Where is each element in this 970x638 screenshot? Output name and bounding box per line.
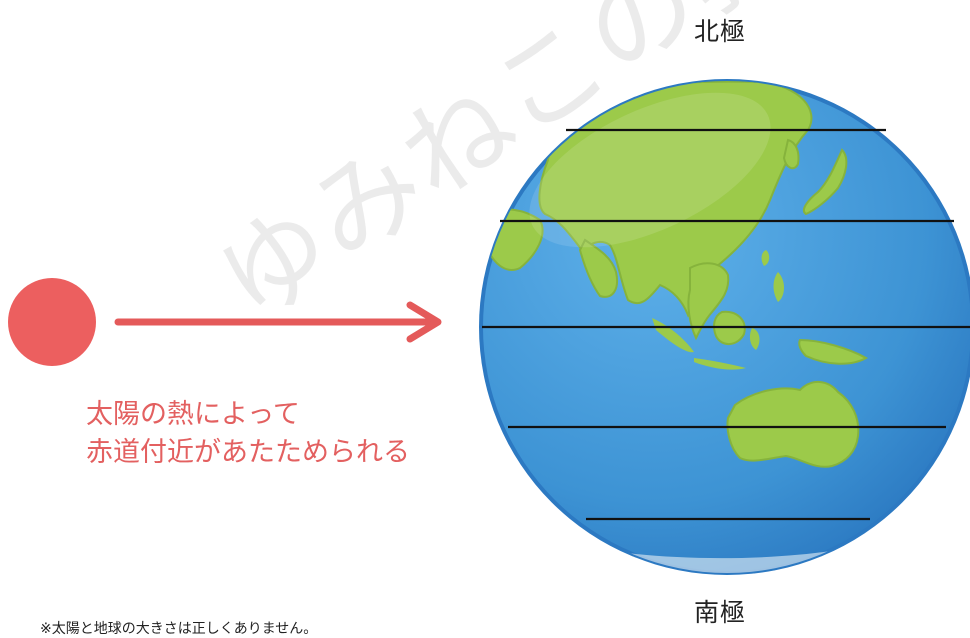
heat-arrow bbox=[114, 301, 442, 343]
north-pole-label: 北極 bbox=[694, 17, 747, 46]
asia-landmass bbox=[538, 81, 813, 318]
globe-highlight bbox=[529, 92, 771, 248]
japan-landmass bbox=[802, 148, 848, 216]
philippines-landmass bbox=[773, 272, 784, 302]
earth-globe bbox=[479, 79, 970, 575]
korea-landmass bbox=[782, 138, 800, 170]
indochina-landmass bbox=[687, 262, 730, 341]
india-landmass bbox=[578, 238, 618, 298]
new-guinea-landmass bbox=[798, 338, 869, 365]
australia-landmass bbox=[726, 381, 860, 468]
caption-line-1: 太陽の熱によって bbox=[86, 399, 300, 430]
java-landmass bbox=[694, 358, 746, 370]
latitude-lines bbox=[482, 128, 970, 521]
footnote: ※太陽と地球の大きさは正しくありません。 bbox=[40, 621, 318, 637]
caption-line-2: 赤道付近があたためられる bbox=[86, 437, 410, 468]
taiwan-landmass bbox=[761, 250, 770, 266]
sulawesi-landmass bbox=[749, 328, 760, 350]
antarctic-ice bbox=[560, 535, 900, 573]
south-pole-label: 南極 bbox=[694, 598, 747, 627]
sun bbox=[8, 278, 96, 366]
caption: 太陽の熱によって 赤道付近があたためられる bbox=[86, 396, 410, 472]
